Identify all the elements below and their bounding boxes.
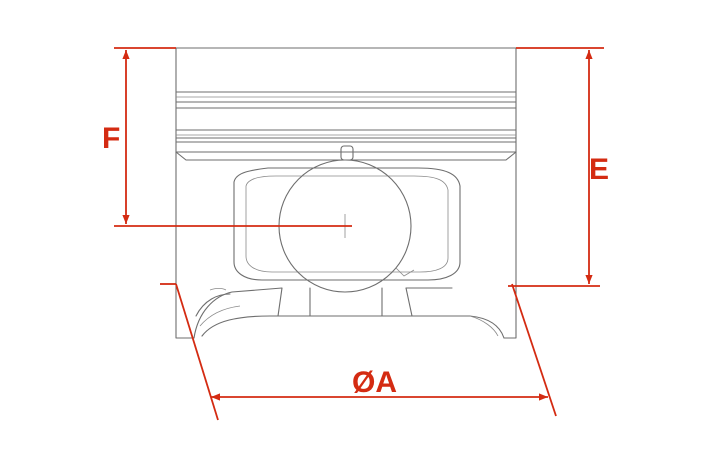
pin-boss: [233, 167, 461, 281]
extension-line-diameter-right-slant: [511, 283, 557, 417]
extension-line-diameter-left-slant: [175, 283, 219, 421]
piston-crown: [175, 47, 517, 93]
label-e: E: [589, 153, 609, 186]
ring-grooves: [175, 91, 517, 153]
oil-hole-nub: [340, 145, 354, 161]
skirt-bottom-ribs: [193, 267, 505, 339]
label-diameter: ØA: [352, 366, 397, 399]
piston-skirt: [175, 151, 517, 339]
piston-drawing: [175, 47, 517, 339]
dimension-lines: [114, 47, 604, 421]
label-f: F: [102, 122, 120, 155]
